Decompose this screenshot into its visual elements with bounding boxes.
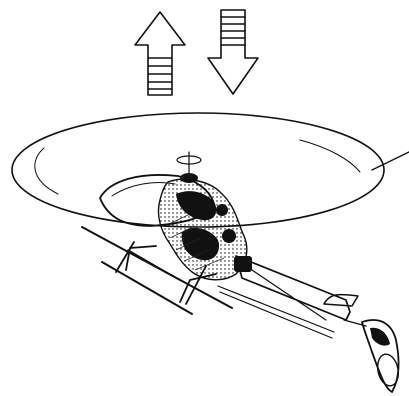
arrow-down-icon: [207, 9, 259, 95]
tail-boom: [217, 255, 359, 339]
landing-gear: [81, 226, 233, 315]
arrow-up-icon: [134, 11, 186, 96]
tail-rotor: [343, 319, 400, 393]
rotor-head: [176, 151, 202, 183]
